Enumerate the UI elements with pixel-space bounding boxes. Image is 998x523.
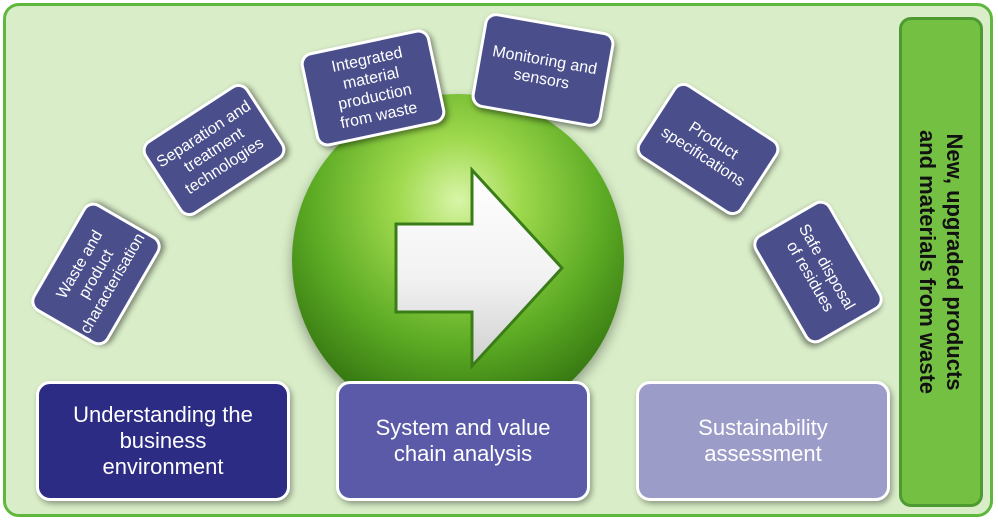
base-sustainability-assessment: Sustainability assessment [636,381,890,501]
outcome-label: New, upgraded products and materials fro… [915,129,967,395]
right-arrow-icon [394,166,565,370]
base-value-chain-analysis: System and value chain analysis [336,381,590,501]
base-business-environment: Understanding the business environment [36,381,290,501]
outcome-panel: New, upgraded products and materials fro… [899,17,983,507]
